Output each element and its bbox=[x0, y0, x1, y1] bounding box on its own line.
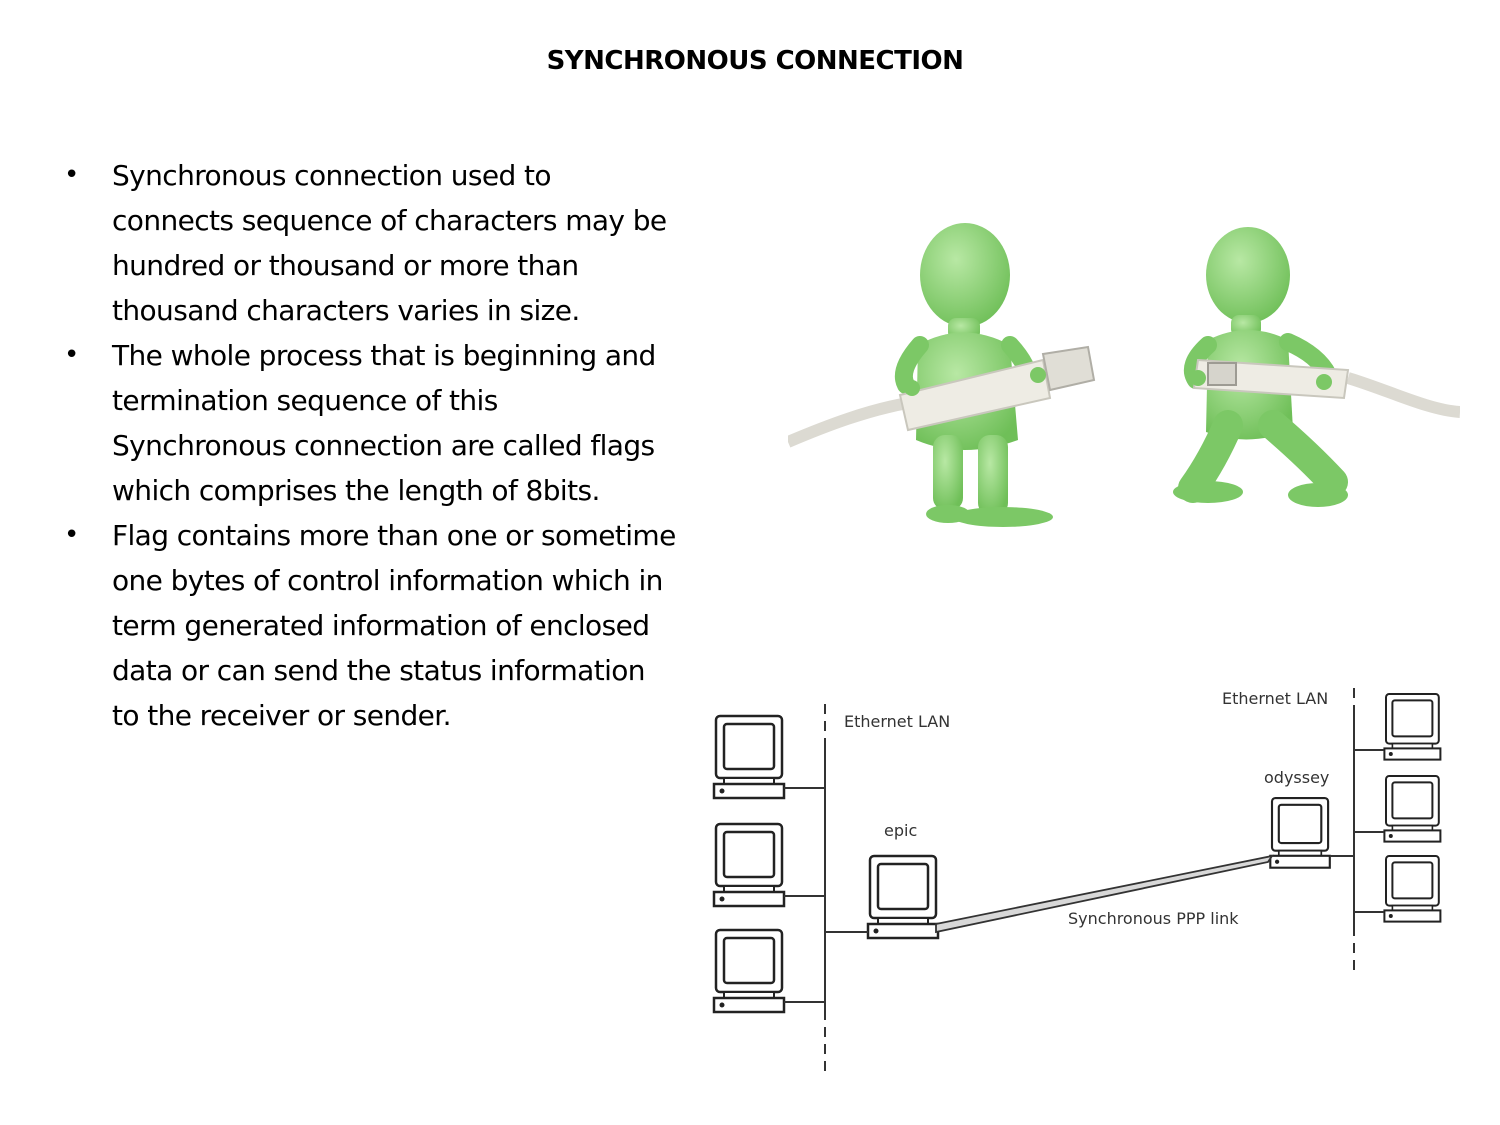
odyssey-host-icon bbox=[1269, 796, 1331, 869]
bullet-list: • Synchronous connection used to connect… bbox=[58, 153, 678, 738]
right-cable bbox=[1346, 372, 1460, 418]
usb-people-illustration bbox=[788, 223, 1460, 527]
bullet-item: • The whole process that is beginning an… bbox=[58, 333, 678, 513]
bullet-text: The whole process that is beginning and … bbox=[112, 339, 656, 507]
odyssey-label: odyssey bbox=[1264, 768, 1329, 787]
pc-icon bbox=[712, 822, 786, 908]
bullet-item: • Flag contains more than one or sometim… bbox=[58, 513, 678, 738]
pc-icon bbox=[1383, 692, 1442, 761]
pc-icon bbox=[1383, 854, 1442, 923]
slide-title: SYNCHRONOUS CONNECTION bbox=[546, 46, 964, 76]
ppp-link-label: Synchronous PPP link bbox=[1068, 909, 1239, 928]
usb-plug-icon bbox=[898, 345, 1096, 432]
bullet-dot-icon: • bbox=[64, 520, 79, 550]
bullet-dot-icon: • bbox=[64, 160, 79, 190]
bullet-item: • Synchronous connection used to connect… bbox=[58, 153, 678, 333]
right-lan-label: Ethernet LAN bbox=[1222, 689, 1328, 708]
network-diagram: Ethernet LAN Ethernet LAN epic odyssey S… bbox=[712, 688, 1442, 1078]
epic-host-icon bbox=[866, 854, 940, 940]
pc-icon bbox=[1383, 774, 1442, 843]
bullet-text: Synchronous connection used to connects … bbox=[112, 159, 667, 327]
pc-icon bbox=[712, 928, 786, 1014]
left-lan-label: Ethernet LAN bbox=[844, 712, 950, 731]
usb-socket-icon bbox=[1190, 358, 1350, 400]
bullet-text: Flag contains more than one or sometime … bbox=[112, 519, 676, 732]
bullet-dot-icon: • bbox=[64, 340, 79, 370]
left-cable bbox=[788, 397, 910, 448]
ppp-link-line bbox=[935, 854, 1274, 934]
epic-label: epic bbox=[884, 821, 917, 840]
right-figure bbox=[1173, 227, 1348, 507]
pc-icon bbox=[712, 714, 786, 800]
